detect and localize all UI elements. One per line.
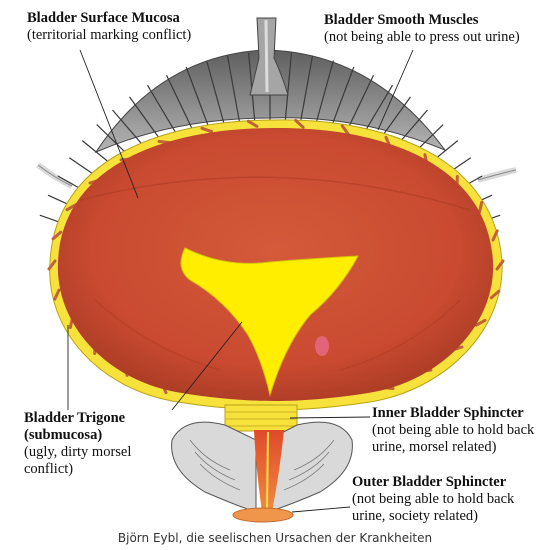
leader-smooth <box>377 49 414 131</box>
label-trigone: Bladder Trigone (submucosa) (ugly, dirty… <box>24 410 174 478</box>
muscle-rib <box>329 66 355 132</box>
bladder-trigone <box>180 247 359 397</box>
wall-stripe <box>246 119 259 128</box>
wall-stripe <box>47 259 57 271</box>
mucosa-fold-left <box>94 299 221 371</box>
label-surface-mucosa: Bladder Surface Mucosa (territorial mark… <box>27 10 267 44</box>
figure-caption: Björn Eybl, die seelischen Ursachen der … <box>117 531 433 545</box>
leader-surface <box>79 49 139 199</box>
muscle-rib <box>226 55 241 123</box>
muscle-rib <box>185 66 211 132</box>
wall-stripe <box>51 230 63 241</box>
wall-stripe <box>491 229 499 242</box>
leader-inner <box>289 416 371 419</box>
lower-lobe-left <box>171 421 257 513</box>
left-ureter-edge <box>37 164 73 187</box>
urachus-stalk <box>249 17 289 96</box>
outer-sphincter <box>232 507 294 523</box>
inner-sphincter-lines <box>225 411 297 427</box>
leader-outer <box>291 506 351 513</box>
wall-stripe <box>474 318 487 327</box>
label-inner-sphincter: Inner Bladder Sphincter (not being able … <box>372 405 547 456</box>
inner-sphincter-band <box>224 404 298 432</box>
lower-lobe-right <box>267 421 353 513</box>
lobe-fold <box>283 463 325 491</box>
muscle-rib <box>165 74 197 138</box>
urethra <box>254 430 284 512</box>
wall-stripe <box>495 259 505 271</box>
leader-lines <box>67 49 414 513</box>
wall-stripe <box>200 126 213 134</box>
lobe-texture <box>189 439 335 491</box>
label-outer-sphincter-desc: (not being able to hold back urine, soci… <box>352 491 515 524</box>
wall-stripe <box>53 288 61 301</box>
label-inner-sphincter-title: Inner Bladder Sphincter <box>372 405 524 421</box>
urachus-highlight <box>264 19 269 93</box>
muscle-rib <box>284 52 292 121</box>
label-trigone-title: Bladder Trigone (submucosa) <box>24 410 126 443</box>
lobe-fold <box>194 451 236 481</box>
right-ureter-edge <box>477 169 517 181</box>
wall-stripe <box>489 289 501 300</box>
label-inner-sphincter-desc: (not being able to hold back urine, mors… <box>372 422 535 455</box>
lobe-fold <box>189 439 231 471</box>
label-smooth-muscles-desc: (not being able to press out urine) <box>324 29 520 45</box>
label-smooth-muscles: Bladder Smooth Muscles (not being able t… <box>324 12 544 46</box>
lobe-fold <box>293 439 335 471</box>
leader-trigone <box>171 321 243 411</box>
left-ureter <box>36 162 74 189</box>
muscle-rib <box>314 60 334 127</box>
lobe-fold <box>288 451 330 481</box>
mucosa-fold-top <box>79 176 471 211</box>
label-outer-sphincter: Outer Bladder Sphincter (not being able … <box>352 474 547 525</box>
wall-stripe <box>65 203 78 212</box>
muscle-rib <box>206 60 226 127</box>
urethra-centerline <box>266 431 269 511</box>
label-outer-sphincter-title: Outer Bladder Sphincter <box>352 474 507 490</box>
mucosa-fold-right <box>339 299 461 371</box>
label-trigone-desc: (ugly, dirty morsel conflict) <box>24 444 132 477</box>
lobe-fold <box>199 463 241 491</box>
wall-stripe <box>340 124 350 136</box>
label-surface-mucosa-desc: (territorial marking conflict) <box>27 27 192 43</box>
wall-stripe <box>478 200 484 214</box>
muscle-rib <box>299 55 314 123</box>
label-surface-mucosa-title: Bladder Surface Mucosa <box>27 10 180 26</box>
label-smooth-muscles-title: Bladder Smooth Muscles <box>324 12 479 28</box>
pink-spot <box>315 336 329 356</box>
wall-stripe <box>294 118 305 129</box>
